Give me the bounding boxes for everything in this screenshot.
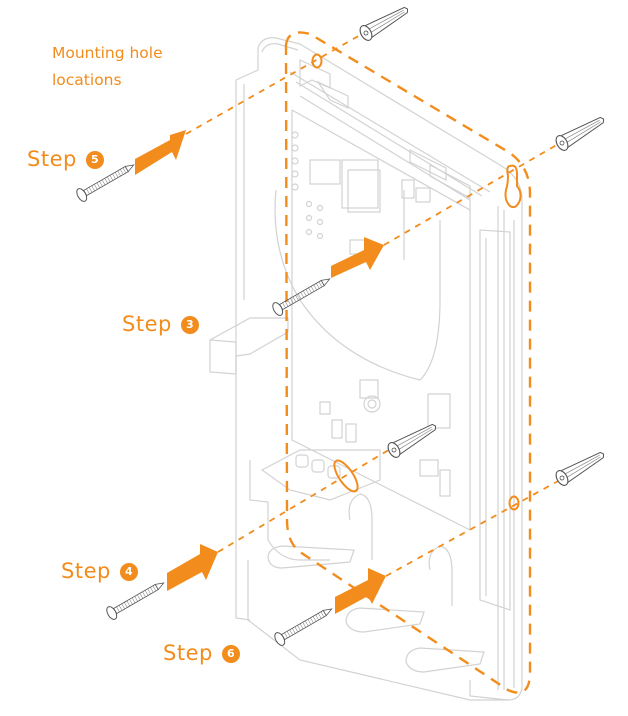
hole-lower-right xyxy=(508,495,520,511)
guide-step5 xyxy=(185,33,363,135)
keyhole-top-right xyxy=(504,164,522,209)
screw-step4 xyxy=(106,582,165,620)
guide-step6 xyxy=(385,479,561,577)
step-6-text: Step xyxy=(163,641,213,665)
anchor-right-upper xyxy=(555,116,605,151)
step-5-text: Step xyxy=(27,147,77,171)
title-line-1: Mounting hole xyxy=(52,44,163,62)
step-5-label: Step 5 xyxy=(27,149,104,170)
step-3-text: Step xyxy=(122,312,172,336)
anchor-right-lower xyxy=(555,451,605,486)
arrow-step3 xyxy=(331,237,384,278)
step-4-badge: 4 xyxy=(119,562,138,581)
step-5-badge: 5 xyxy=(85,150,104,169)
step-6-label: Step 6 xyxy=(163,643,240,664)
step-6-badge: 6 xyxy=(221,644,240,663)
screw-step3 xyxy=(272,278,331,316)
screw-step5 xyxy=(76,164,135,202)
anchor-middle xyxy=(387,423,437,458)
step-4-label: Step 4 xyxy=(61,561,138,582)
mounting-outline xyxy=(284,31,532,694)
step-4-text: Step xyxy=(61,559,111,583)
step-3-label: Step 3 xyxy=(122,314,199,335)
title-line-2: locations xyxy=(52,71,122,89)
mounting-guide-lines xyxy=(185,31,561,694)
step-3-badge: 3 xyxy=(180,315,199,334)
arrow-step4 xyxy=(167,544,218,591)
device-enclosure xyxy=(209,37,523,701)
screw-step6 xyxy=(274,608,333,646)
slot-lower-left xyxy=(333,459,359,493)
guide-step3 xyxy=(383,142,561,246)
anchor-top xyxy=(359,6,409,41)
hole-top-left xyxy=(311,53,323,69)
mounting-holes-title: Mounting hole locations xyxy=(52,40,163,94)
arrow-step5 xyxy=(135,130,186,175)
guide-step4 xyxy=(217,447,393,553)
arrow-step6 xyxy=(335,568,386,614)
